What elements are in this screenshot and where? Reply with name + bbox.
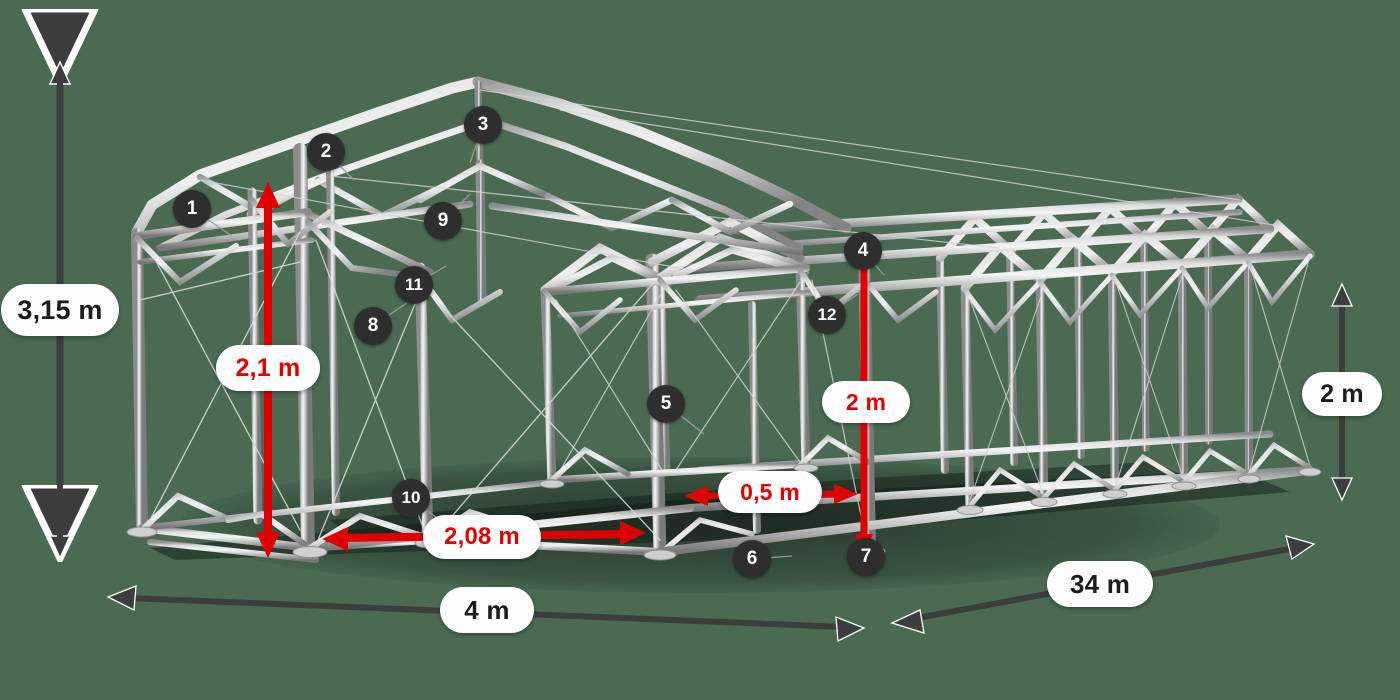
callout-label: 5: [660, 393, 672, 414]
callout-label: 9: [437, 210, 449, 231]
dimension-value: 0,5 m: [740, 478, 800, 505]
inner-post-height-dimension-label: 2 m: [822, 381, 910, 423]
callout-4-inner-post-top[interactable]: 4: [844, 232, 882, 270]
eave-height-dimension-label: 2 m: [1302, 372, 1382, 416]
callout-6-base-rail[interactable]: 6: [733, 540, 771, 578]
callout-9-rafter-truss-node[interactable]: 9: [424, 202, 462, 240]
dimension-value: 2,08 m: [444, 523, 520, 550]
callout-label: 10: [401, 488, 421, 507]
overall-length-dimension-label: 34 m: [1047, 561, 1153, 607]
dimension-value: 2 m: [1320, 379, 1364, 408]
callout-3-ridge-apex-strut[interactable]: 3: [464, 106, 502, 144]
dimension-value: 34 m: [1069, 568, 1131, 599]
dimension-value: 2 m: [845, 388, 887, 415]
dimension-value: 2,1 m: [235, 353, 301, 382]
callout-1-corner-eave-joint[interactable]: 1: [173, 190, 211, 228]
callout-label: 1: [186, 198, 198, 219]
post-spacing-dimension-label: 0,5 m: [718, 471, 822, 513]
callout-label: 2: [320, 141, 332, 162]
callout-5-center-post[interactable]: 5: [647, 385, 685, 423]
callout-label: 7: [860, 546, 872, 567]
callout-label: 4: [857, 240, 869, 261]
overall-width-dimension-label: 4 m: [440, 587, 534, 633]
callout-2-ridge-rafter-joint[interactable]: 2: [307, 133, 345, 171]
callout-label: 3: [477, 114, 489, 135]
callout-label: 12: [817, 305, 837, 324]
inner-eave-height-dimension-label: 2,1 m: [216, 345, 320, 391]
callout-label: 6: [746, 548, 758, 569]
callout-12-eave-knee-brace[interactable]: 12: [808, 296, 846, 334]
dimension-value: 4 m: [464, 594, 510, 625]
bay-depth-dimension-label: 2,08 m: [423, 515, 541, 559]
roof-tension-wires: [199, 89, 1281, 271]
callout-8-diagonal-brace[interactable]: 8: [354, 307, 392, 345]
callout-7-base-foot-plate[interactable]: 7: [847, 538, 885, 576]
dimension-value: 3,15 m: [17, 294, 103, 325]
callout-label: 8: [367, 315, 379, 336]
ridge-height-dimension-label: 3,15 m: [1, 284, 119, 336]
callout-10-ground-anchor[interactable]: 10: [392, 479, 430, 517]
callout-11-post-head-connector[interactable]: 11: [395, 266, 433, 304]
callout-label: 11: [405, 275, 423, 294]
